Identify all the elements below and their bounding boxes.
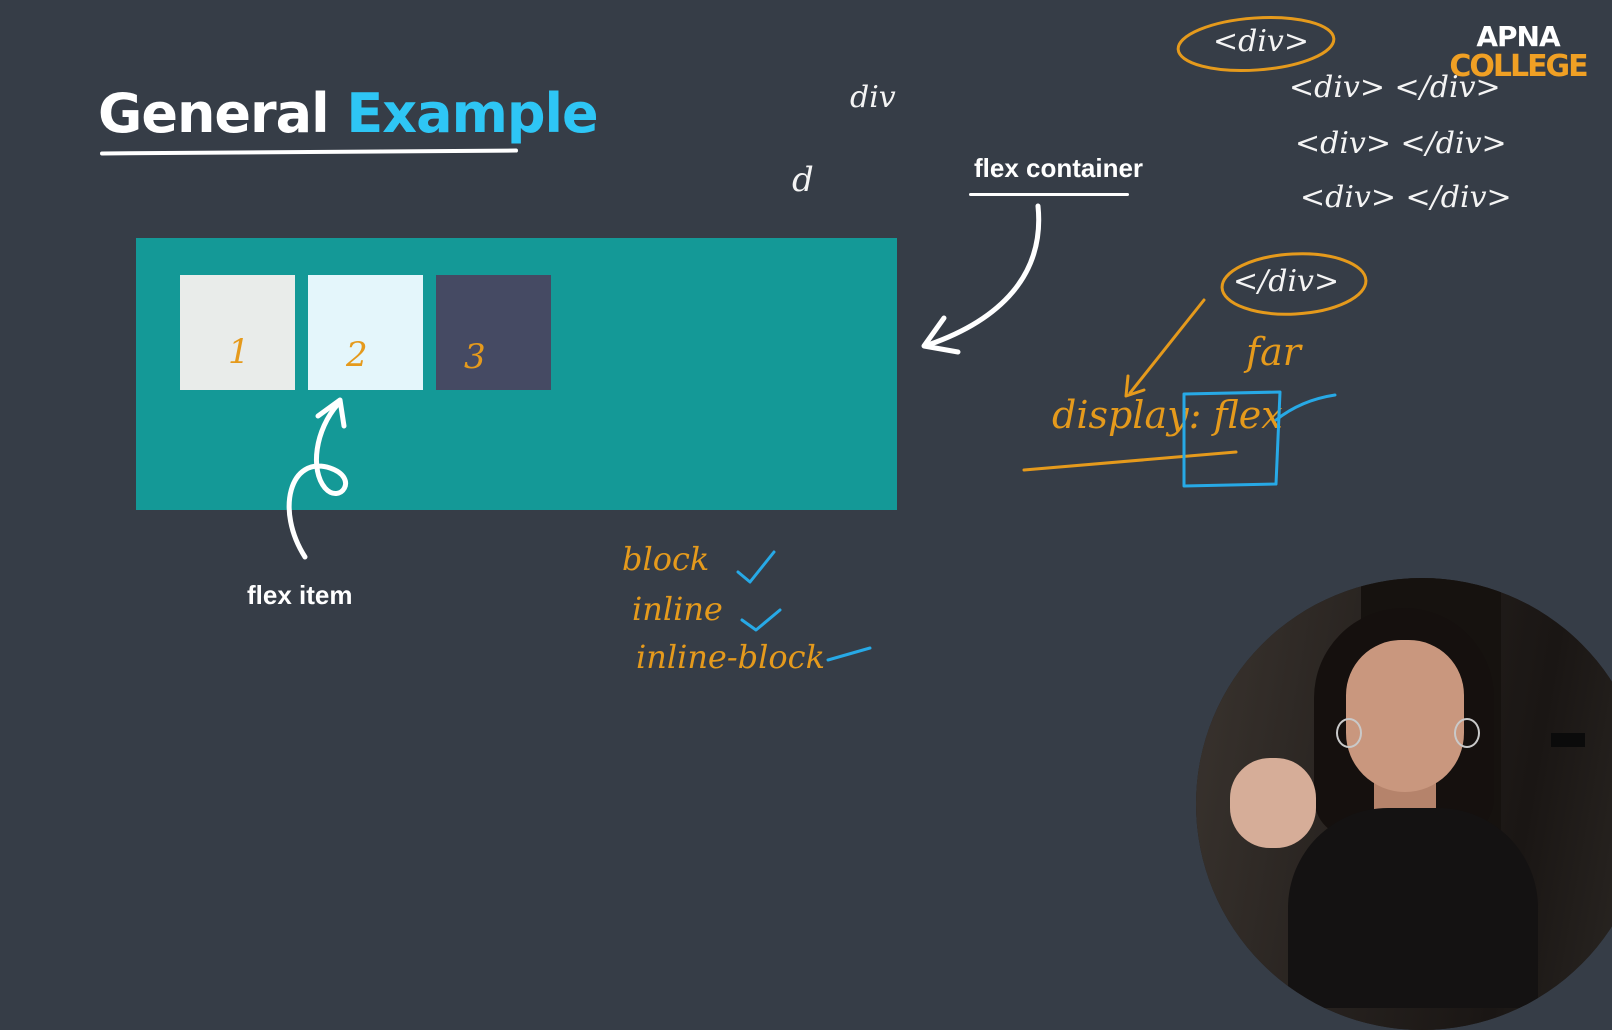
handwritten-d-note: d: [792, 160, 814, 200]
flex-item-arrow-icon: [286, 401, 349, 560]
handwritten-display-inline-block: inline-block: [636, 638, 825, 676]
flex-container-arrow-icon: [925, 203, 1042, 348]
flex-container-arrowhead-icon: [921, 315, 961, 355]
handwritten-div-line-1: <div> </div>: [1289, 70, 1501, 105]
flex-item-2: 2: [308, 275, 423, 390]
handwritten-div-note: div: [850, 80, 896, 115]
flex-item-caption: flex item: [247, 580, 353, 610]
title-example: Example: [346, 82, 598, 145]
flex-item-2-label: 2: [346, 335, 368, 375]
handwritten-open-div-tag: <div>: [1213, 24, 1310, 59]
handwritten-close-div-tag: </div>: [1233, 264, 1340, 299]
display-underline: [1022, 450, 1238, 472]
flex-container-caption: flex container: [974, 153, 1144, 183]
earring-left-icon: [1336, 718, 1362, 748]
presenter-face: [1346, 640, 1464, 792]
title-text: General Example: [98, 82, 599, 145]
handwritten-far-note: far: [1246, 330, 1301, 374]
logo-line-2: COLLEGE: [1449, 49, 1588, 84]
logo-line-1: APNA: [1476, 20, 1560, 53]
flex-item-3-label: 3: [464, 337, 486, 377]
flex-highlight-tail: [1274, 393, 1337, 422]
flex-container-caption-underline: [969, 193, 1129, 196]
handwritten-div-line-2: <div> </div>: [1295, 126, 1507, 161]
earring-right-icon: [1454, 718, 1480, 748]
handwritten-display-block: block: [622, 540, 710, 578]
title-general: General: [98, 82, 330, 145]
handwritten-div-line-3: <div> </div>: [1300, 180, 1512, 215]
handwritten-display-inline: inline: [632, 590, 723, 628]
block-check-icon: [736, 550, 776, 584]
flex-item-1: 1: [180, 275, 295, 390]
flex-container-box: 1 2 3: [136, 238, 897, 510]
inline-block-dash-icon: [826, 646, 872, 662]
webcam-wall-box: [1551, 733, 1585, 747]
display-arrow-icon: [1128, 298, 1206, 395]
presenter-body: [1288, 808, 1538, 1008]
presenter-webcam: [1196, 578, 1612, 1030]
open-div-tag-circle-icon: [1176, 15, 1336, 73]
handwritten-display-flex: display: flex: [1052, 393, 1283, 437]
flex-highlight-box-icon: [1182, 390, 1282, 488]
slide-title: General Example: [98, 82, 599, 145]
pen-strokes: [286, 15, 1368, 662]
flex-item-3: 3: [436, 275, 551, 390]
presenter-hand: [1230, 758, 1316, 848]
display-arrowhead-icon: [1124, 374, 1146, 398]
close-div-tag-circle-icon: [1220, 252, 1368, 316]
inline-check-icon: [740, 608, 782, 632]
apna-college-logo: APNA COLLEGE: [1448, 22, 1588, 82]
flex-item-arrowhead-icon: [315, 397, 347, 429]
flex-item-1-label: 1: [228, 332, 250, 372]
